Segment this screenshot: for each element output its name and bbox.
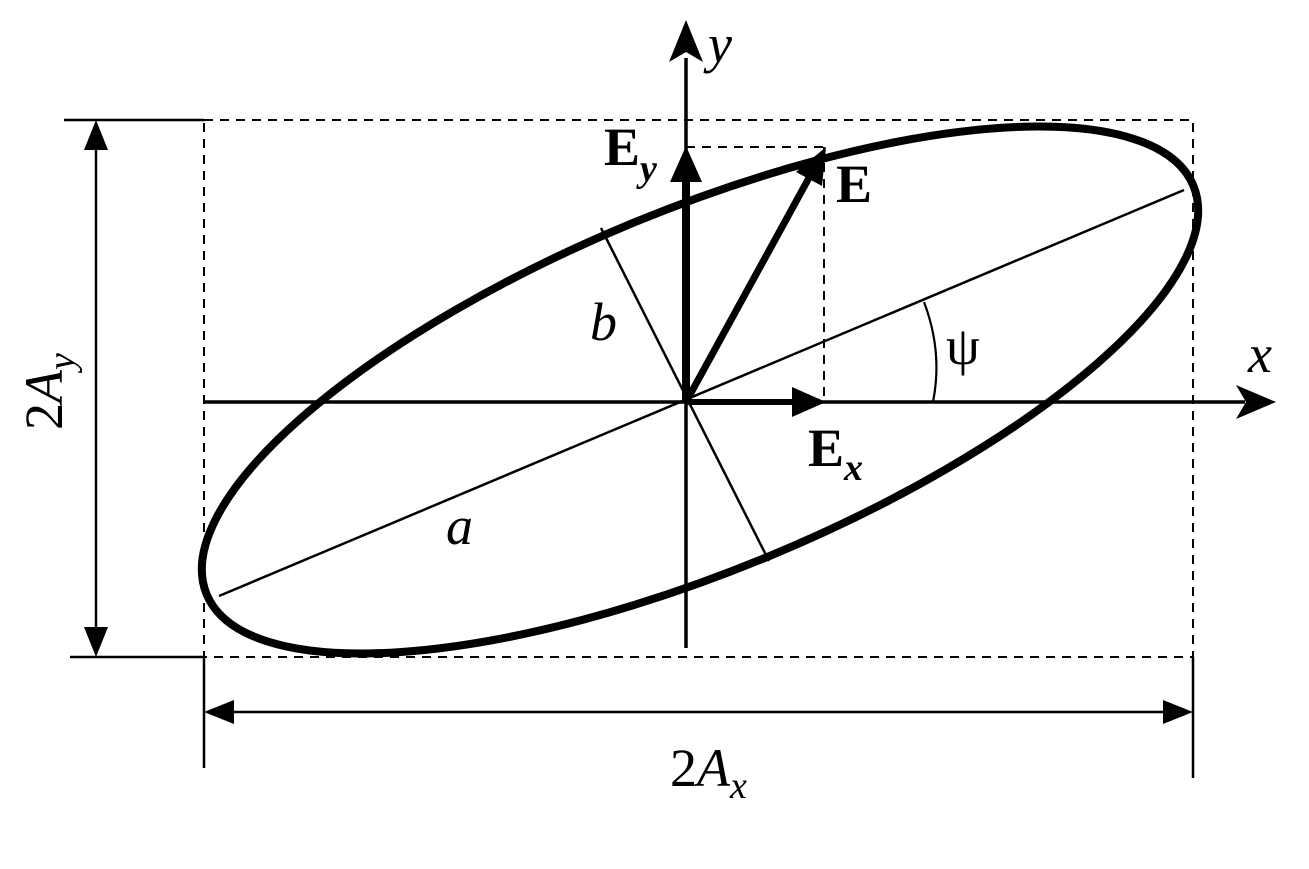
major-axis-line [218,188,1185,598]
width-arrow-left [204,700,234,724]
polarization-ellipse [197,122,1203,658]
ey-label: Ey [604,117,657,190]
minor-axis-label: b [590,292,617,352]
e-vector-line [682,174,814,404]
x-axis-arrowhead [1236,385,1276,419]
height-arrow-top [84,120,108,150]
height-dimension-label: 2Ay [14,353,83,430]
e-vector-label: E [836,154,872,214]
ex-vector-arrowhead [792,387,826,417]
psi-angle-arc [922,301,938,403]
y-axis-arrowhead [669,20,703,62]
e-vector-arrowhead [796,147,826,186]
ey-vector-arrowhead [670,146,702,182]
psi-angle-label: ψ [946,316,980,376]
x-axis-label: x [1247,324,1272,384]
bounding-rectangle [203,119,1194,658]
width-dimension-label: 2Ax [670,738,747,807]
major-axis-label: a [446,496,473,556]
height-arrow-bottom [84,627,108,657]
width-arrow-right [1163,700,1193,724]
y-axis-label: y [703,14,732,74]
ex-label: Ex [808,418,863,489]
